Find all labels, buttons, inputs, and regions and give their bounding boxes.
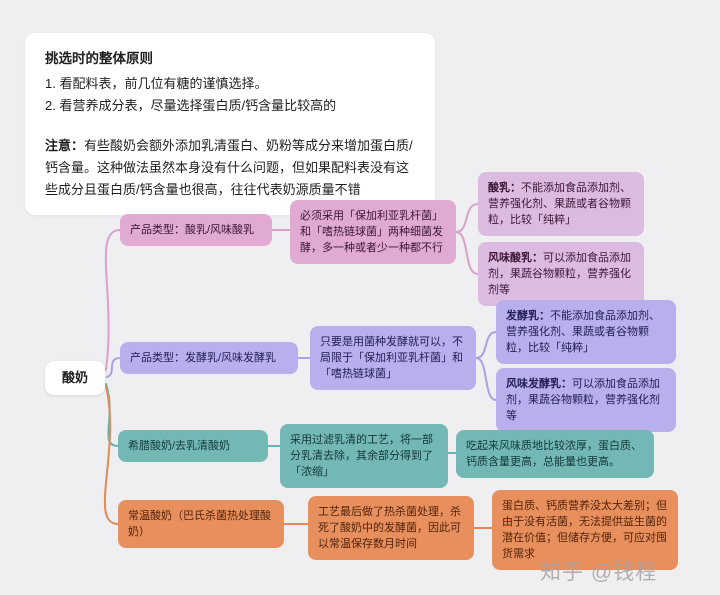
branch2-leaf2-lead: 风味发酵乳： bbox=[506, 378, 572, 390]
branch1-leaf1-lead: 酸乳： bbox=[488, 182, 521, 194]
principle-item-1: 1. 看配料表，前几位有糖的谨慎选择。 bbox=[45, 75, 268, 91]
link-detail2-leaf2 bbox=[475, 357, 497, 401]
branch3-leaf-node[interactable]: 吃起来风味质地比较浓厚，蛋白质、钙质含量更高，总能量也更高。 bbox=[456, 430, 654, 478]
branch2-leaf2-text: 可以添加食品添加剂，果蔬谷物颗粒，营养强化剂等 bbox=[506, 378, 660, 422]
principles-card: 挑选时的整体原则 1. 看配料表，前几位有糖的谨慎选择。 2. 看营养成分表，尽… bbox=[25, 33, 435, 216]
principles-title: 挑选时的整体原则 bbox=[45, 51, 153, 66]
principle-item-2: 2. 看营养成分表，尽量选择蛋白质/钙含量比较高的 bbox=[45, 98, 337, 114]
branch2-node[interactable]: 产品类型：发酵乳/风味发酵乳 bbox=[120, 342, 298, 374]
note-label: 注意： bbox=[45, 138, 85, 154]
link-detail2-leaf1 bbox=[475, 331, 497, 359]
link-root-branch1 bbox=[104, 229, 121, 371]
branch4-leaf-node[interactable]: 蛋白质、钙质营养没太大差别；但由于没有活菌，无法提供益生菌的潜在价值；但储存方便… bbox=[492, 490, 678, 570]
branch1-leaf2-lead: 风味酸乳： bbox=[488, 252, 543, 264]
branch3-detail-node[interactable]: 采用过滤乳清的工艺，将一部分乳清去除，其余部分得到了「浓缩」 bbox=[280, 424, 448, 488]
branch2-leaf1-node[interactable]: 发酵乳：不能添加食品添加剂、营养强化剂、果蔬或者谷物颗粒，比较「纯粹」 bbox=[496, 300, 676, 364]
principles-note: 注意：有些酸奶会额外添加乳清蛋白、奶粉等成分来增加蛋白质/钙含量。这种做法虽然本… bbox=[45, 135, 415, 201]
branch3-node[interactable]: 希腊酸奶/去乳清酸奶 bbox=[118, 430, 268, 462]
branch4-node[interactable]: 常温酸奶（巴氏杀菌热处理酸奶） bbox=[118, 500, 284, 548]
note-text: 有些酸奶会额外添加乳清蛋白、奶粉等成分来增加蛋白质/钙含量。这种做法虽然本身没有… bbox=[45, 138, 413, 198]
link-root-branch2 bbox=[106, 357, 121, 378]
branch2-leaf1-text: 不能添加食品添加剂、营养强化剂、果蔬或者谷物颗粒，比较「纯粹」 bbox=[506, 310, 660, 354]
branch1-node[interactable]: 产品类型：酸乳/风味酸乳 bbox=[120, 214, 272, 246]
branch1-leaf2-node[interactable]: 风味酸乳：可以添加食品添加剂，果蔬谷物颗粒，营养强化剂等 bbox=[478, 242, 644, 306]
zhihu-watermark: 知乎 @钱程 bbox=[540, 561, 658, 584]
branch1-leaf1-text: 不能添加食品添加剂、营养强化剂、果蔬或者谷物颗粒，比较「纯粹」 bbox=[488, 182, 631, 226]
link-detail1-leaf1 bbox=[455, 203, 479, 233]
branch2-leaf2-node[interactable]: 风味发酵乳：可以添加食品添加剂，果蔬谷物颗粒，营养强化剂等 bbox=[496, 368, 676, 432]
branch4-detail-node[interactable]: 工艺最后做了热杀菌处理，杀死了酸奶中的发酵菌，因此可以常温保存数月时间 bbox=[308, 496, 474, 560]
branch2-leaf1-lead: 发酵乳： bbox=[506, 310, 550, 322]
branch2-detail-node[interactable]: 只要是用菌种发酵就可以，不局限于「保加利亚乳杆菌」和「嗜热链球菌」 bbox=[310, 326, 476, 390]
link-root-branch4 bbox=[103, 385, 119, 525]
branch1-detail-node[interactable]: 必须采用「保加利亚乳杆菌」和「嗜热链球菌」两种细菌发酵，多一种或者少一种都不行 bbox=[290, 200, 456, 264]
link-detail1-leaf2 bbox=[455, 231, 479, 275]
branch1-leaf2-text: 可以添加食品添加剂，果蔬谷物颗粒，营养强化剂等 bbox=[488, 252, 631, 296]
root-node-yogurt[interactable]: 酸奶 bbox=[45, 361, 106, 395]
branch1-leaf1-node[interactable]: 酸乳：不能添加食品添加剂、营养强化剂、果蔬或者谷物颗粒，比较「纯粹」 bbox=[478, 172, 644, 236]
